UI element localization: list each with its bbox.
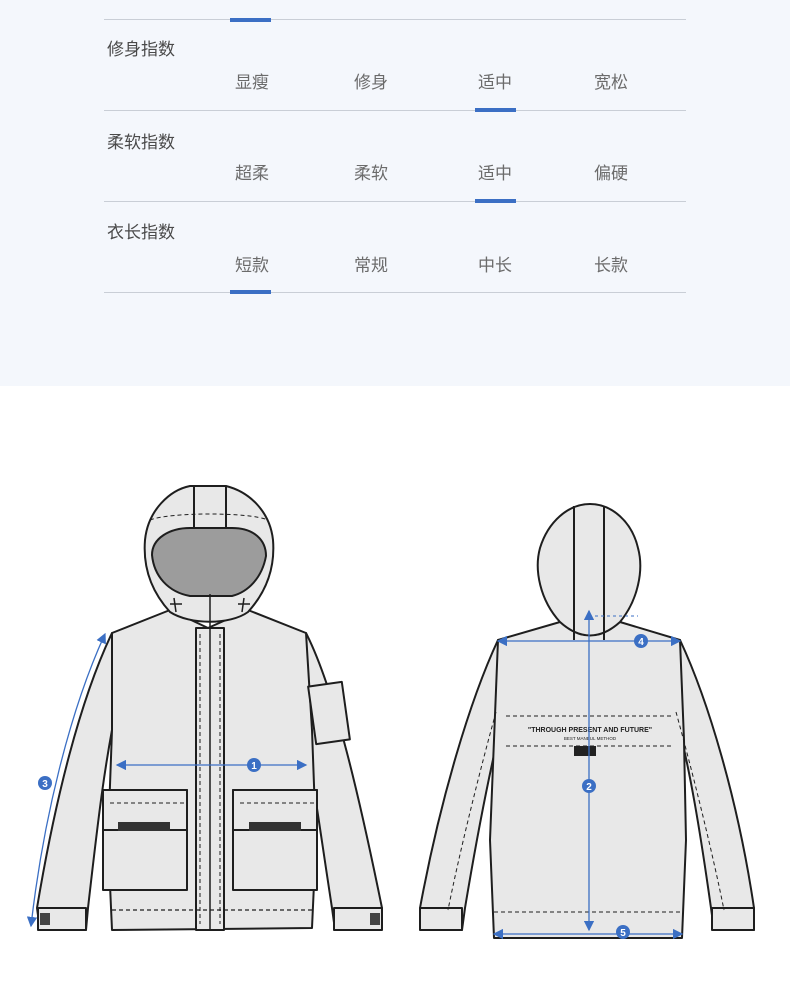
fit-option-fitted: 修身 [354,73,388,93]
front-right-cuff-tab [370,913,380,925]
length-option-mid-long: 中长 [478,256,512,276]
jacket-back-view [419,503,755,939]
back-left-sleeve [419,639,503,931]
back-print-subtext: BEST MANEUL METHOD [564,736,617,741]
front-drawcord-left [170,597,182,613]
softness-selected-marker [475,199,516,203]
measure-badge-4-label: 4 [638,637,644,648]
softness-option-medium: 适中 [478,164,512,184]
measurement-badges: 1 2 3 4 5 [38,634,648,939]
back-label-patch [574,746,596,756]
front-sleeve-pocket [307,680,351,746]
measure-badge-5: 5 [616,925,630,939]
fit-option-slim: 显瘦 [235,73,269,93]
length-option-regular: 常规 [354,256,388,276]
measure-badge-5-label: 5 [620,928,626,939]
measure-badge-2-label: 2 [586,782,592,793]
front-right-pocket-patch [249,822,301,831]
measurement-lines [26,609,684,940]
back-right-cuff [711,907,755,931]
measure-badge-3-label: 3 [42,779,48,790]
fit-index-panel: 修身指数 显瘦 修身 适中 宽松 柔软指数 超柔 柔软 适中 偏硬 衣长指数 短… [0,0,790,386]
back-print-slogan: "THROUGH PRESENT AND FUTURE" [528,727,652,734]
jacket-size-diagram: "THROUGH PRESENT AND FUTURE" BEST MANEUL… [26,485,755,940]
back-sleeve-stitching [447,711,725,911]
softness-option-stiff: 偏硬 [594,164,628,184]
measure-badge-3: 3 [38,776,52,790]
measure-badge-2: 2 [582,779,596,793]
fit-option-loose: 宽松 [594,73,628,93]
jacket-front-view [36,485,383,931]
front-left-cuff-tab [40,913,50,925]
fit-option-regular: 适中 [478,73,512,93]
softness-option-extra-soft: 超柔 [235,164,269,184]
back-left-cuff [419,907,463,931]
measure-line-3-sleeve [26,632,106,928]
softness-divider [104,201,686,202]
length-divider [104,292,686,293]
front-hood-center-panel [193,486,227,528]
front-drawcord-right [238,597,250,613]
divider-top [104,19,686,20]
front-right-pocket-flap [232,789,318,831]
front-left-pocket-patch [118,822,170,831]
measure-badge-1: 1 [247,758,261,772]
back-hood [536,503,642,637]
length-index-title: 衣长指数 [107,223,175,243]
softness-index-title: 柔软指数 [107,133,175,153]
length-option-long: 长款 [594,256,628,276]
back-right-sleeve [676,639,755,931]
length-option-short: 短款 [235,256,269,276]
fit-divider [104,110,686,111]
measure-badge-4: 4 [634,634,648,648]
length-selected-marker [230,290,271,294]
fit-index-title: 修身指数 [107,40,175,60]
back-hood-center-panel [573,506,605,640]
front-hood-lining [151,527,267,597]
softness-option-soft: 柔软 [354,164,388,184]
selection-marker-previous [230,18,271,22]
measure-badge-1-label: 1 [251,761,257,772]
fit-selected-marker [475,108,516,112]
